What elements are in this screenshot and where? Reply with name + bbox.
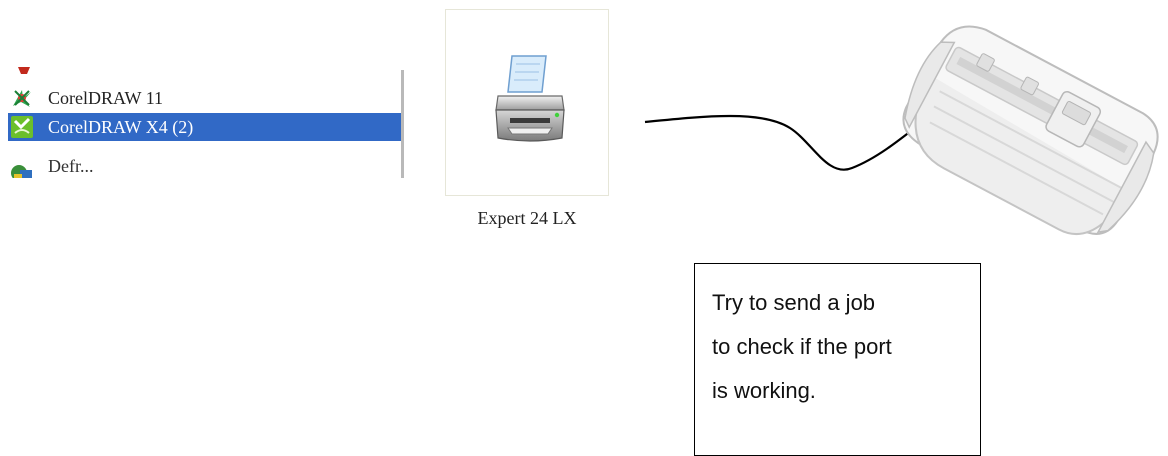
list-item-label: CorelDRAW 11 [48,87,164,108]
note-line: Try to send a job [712,290,876,315]
note-line: to check if the port [712,334,892,359]
list-item-label: CorelDRAW X4 (2) [48,116,194,137]
list-item-partial-bottom[interactable]: Defr... [8,156,402,178]
list-item-coreldraw-x4[interactable]: CorelDRAW X4 (2) [8,113,402,141]
printer-icon [495,55,565,142]
list-scrollbar-edge[interactable] [401,70,404,178]
red-app-icon [18,67,30,74]
defrag-icon [11,165,32,178]
program-list: CorelDRAW 11 CorelDRAW X4 (2) Defr... [0,62,408,178]
coreldraw-x4-icon [11,116,33,138]
list-item-label: Defr... [48,155,94,176]
printer-tile[interactable] [445,9,609,196]
list-item-coreldraw-11[interactable]: CorelDRAW 11 [8,84,402,112]
vinyl-cutter-plotter [902,25,1159,235]
printer-label: Expert 24 LX [477,208,577,228]
partial-list-item-top [14,62,34,74]
coreldraw-11-icon [13,90,31,107]
note-line: is working. [712,378,816,403]
instruction-note: Try to send a job to check if the port i… [694,263,981,456]
